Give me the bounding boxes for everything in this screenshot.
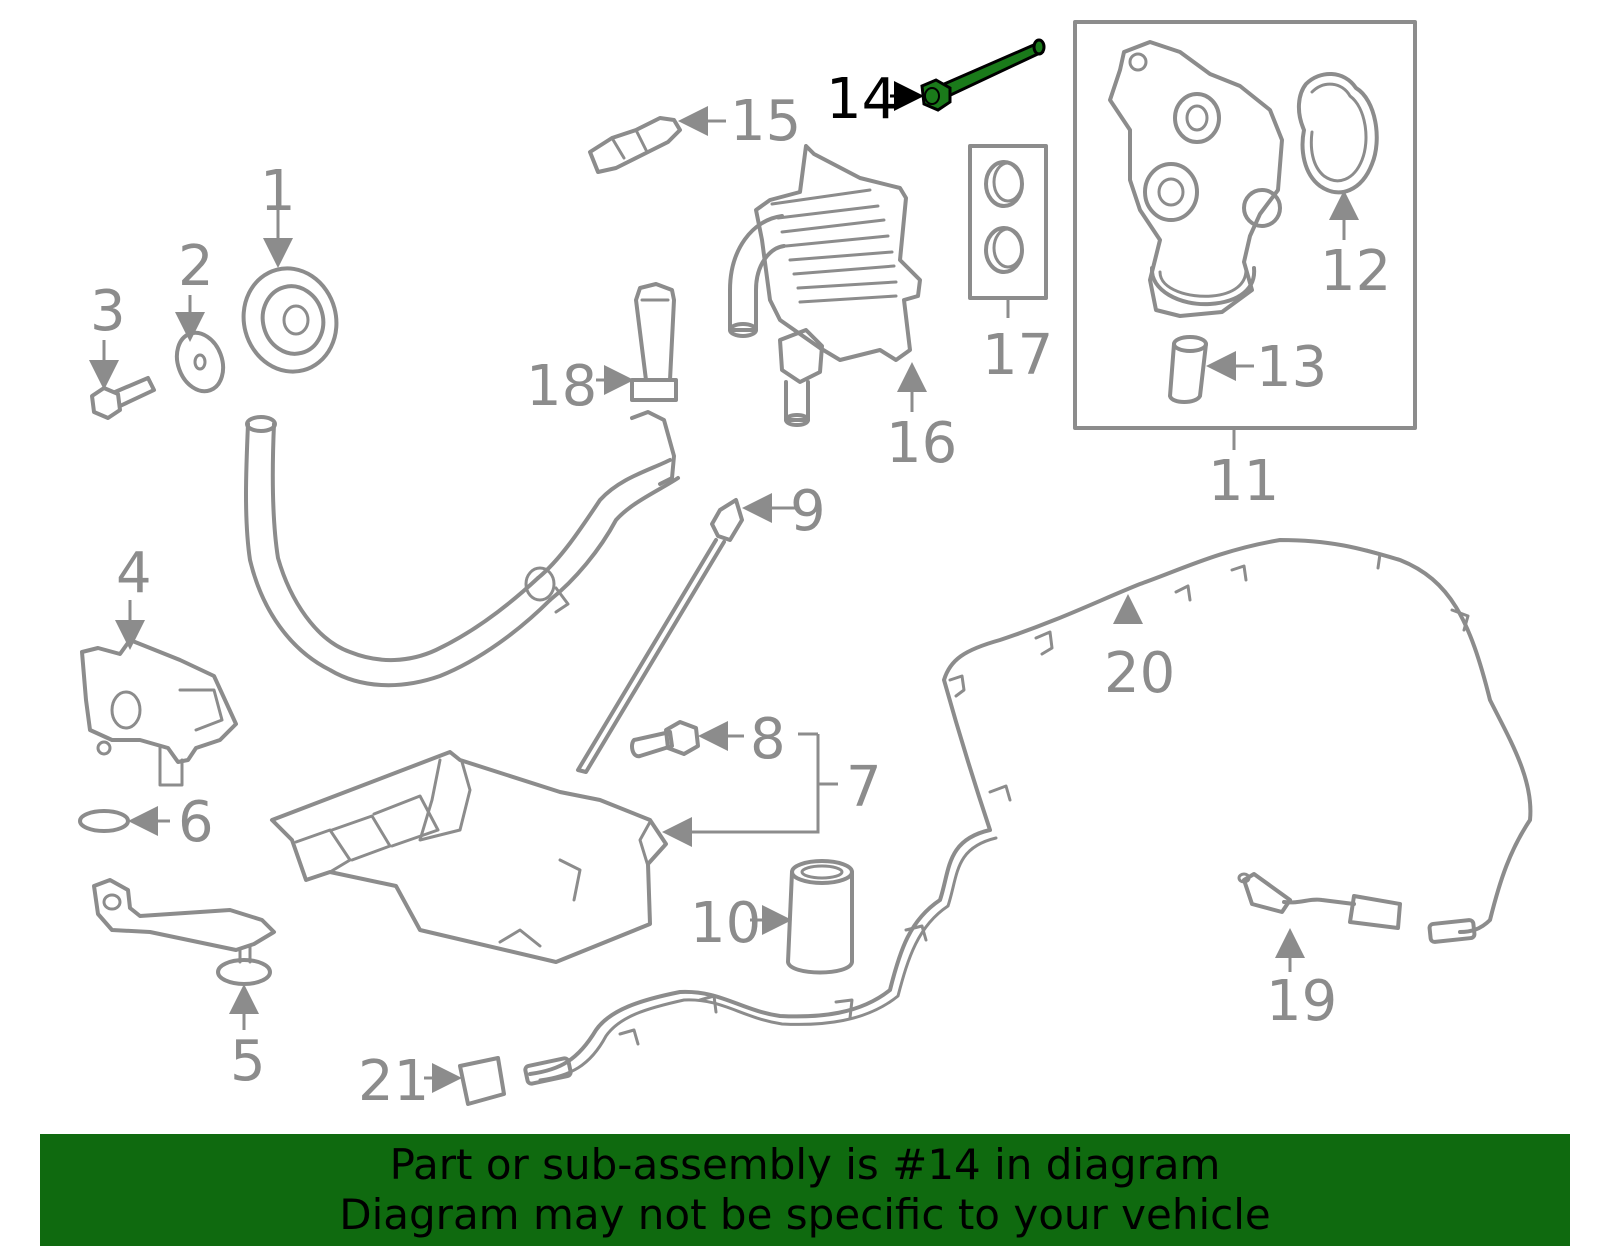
callout-21: 21	[358, 1049, 429, 1114]
callout-6: 6	[178, 790, 214, 855]
part-7-oil-pan	[270, 732, 838, 964]
banner-line-1: Part or sub-assembly is #14 in diagram	[389, 1140, 1221, 1189]
callout-13: 13	[1256, 335, 1327, 400]
callout-12: 12	[1320, 239, 1391, 304]
part-6-o-ring	[78, 806, 170, 836]
callout-11: 11	[1208, 449, 1279, 514]
part-12-gasket	[1297, 71, 1379, 240]
part-3-bolt	[89, 340, 156, 420]
part-17-seals	[968, 144, 1048, 318]
callout-3: 3	[90, 279, 126, 344]
callout-18: 18	[526, 354, 597, 419]
callout-2: 2	[178, 234, 214, 299]
part-18-coolant-hose	[244, 282, 680, 688]
banner-line-2: Diagram may not be specific to your vehi…	[339, 1190, 1271, 1239]
callout-17: 17	[982, 323, 1053, 388]
part-4-oil-pump	[80, 600, 238, 787]
callout-7: 7	[846, 755, 882, 820]
part-19-sensor	[1237, 872, 1402, 972]
part-1-pulley	[241, 210, 339, 374]
callout-19: 19	[1266, 969, 1337, 1034]
part-13-sleeve	[1168, 335, 1254, 404]
callout-15: 15	[730, 89, 801, 154]
part-9-dipstick	[576, 493, 796, 774]
part-5-pickup-tube	[92, 878, 276, 1030]
part-15-sensor	[588, 106, 726, 174]
callout-20: 20	[1104, 641, 1175, 706]
part-10-oil-filter	[750, 859, 854, 975]
part-20-wiring-harness	[523, 538, 1533, 1086]
part-11-oil-filter-housing	[1073, 20, 1417, 450]
callout-10: 10	[690, 891, 761, 956]
callout-16: 16	[886, 411, 957, 476]
callout-9: 9	[790, 479, 826, 544]
part-8-bolt	[630, 720, 744, 759]
callout-4: 4	[116, 541, 152, 606]
callout-8: 8	[750, 707, 786, 772]
part-16-oil-cooler	[728, 144, 927, 427]
part-21-clip	[424, 1056, 506, 1106]
callout-14: 14	[826, 67, 897, 132]
callout-5: 5	[230, 1029, 266, 1094]
callout-1: 1	[260, 159, 296, 224]
info-banner: Part or sub-assembly is #14 in diagram D…	[40, 1134, 1570, 1246]
part-2-washer	[174, 295, 226, 394]
part-14-bolt-highlighted	[890, 38, 1046, 112]
